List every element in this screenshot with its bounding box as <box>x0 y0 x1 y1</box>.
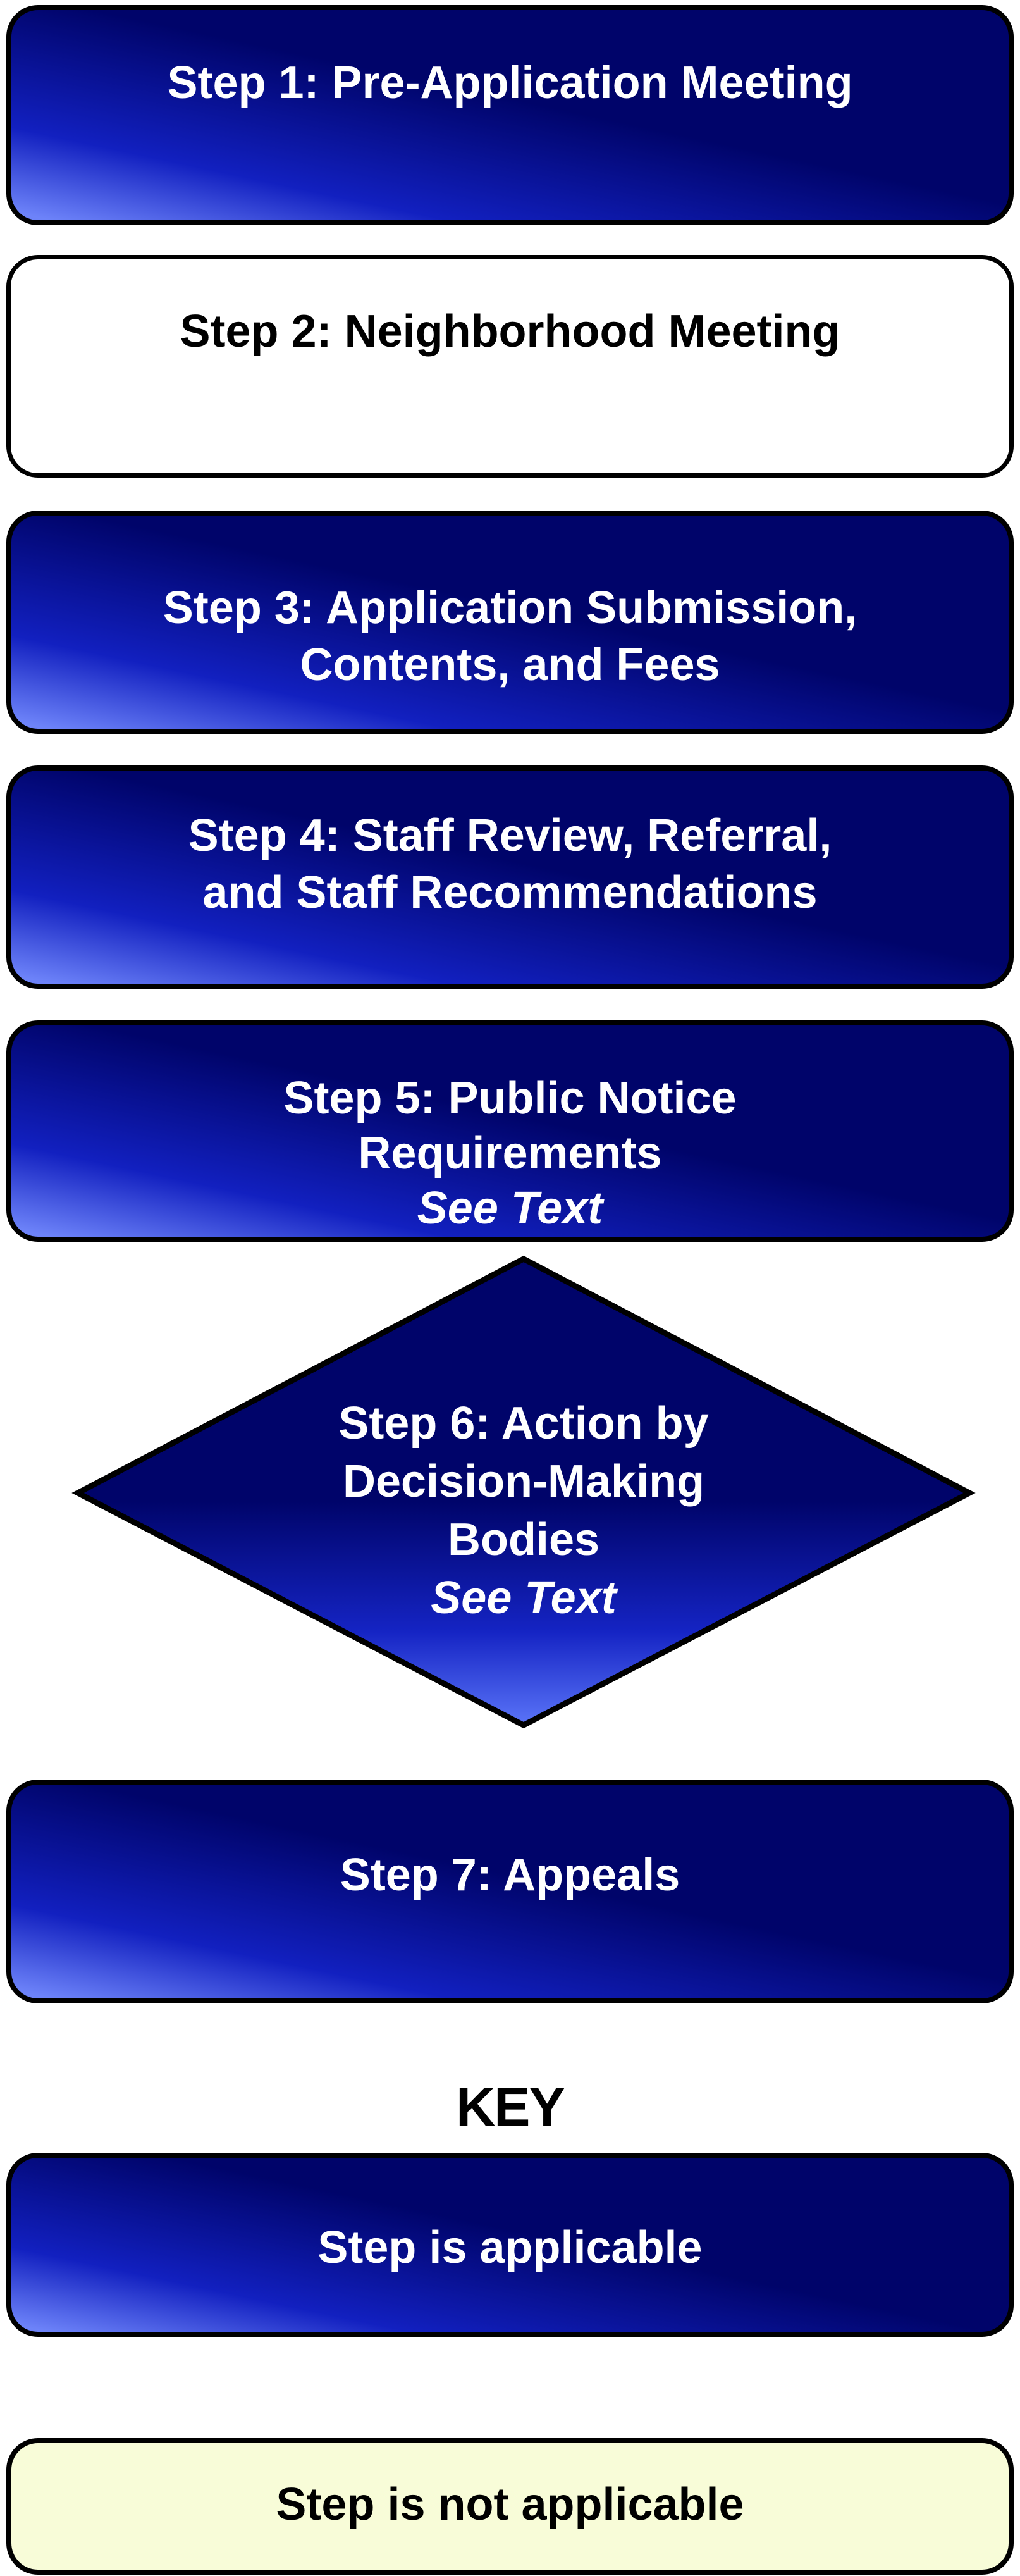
step-3-text-line-2: Contents, and Fees <box>300 640 720 690</box>
step-2-box: Step 2: Neighborhood Meeting <box>6 255 1014 478</box>
step-2-text: Step 2: Neighborhood Meeting <box>180 306 840 357</box>
step-6-text-line-3: Bodies <box>447 1514 600 1565</box>
step-4-box: Step 4: Staff Review, Referral, and Staf… <box>6 765 1014 989</box>
step-6-label: Step 6: Action by Decision-Making Bodies… <box>338 1394 708 1627</box>
step-3-label: Step 3: Application Submission, Contents… <box>11 579 1009 693</box>
step-7-box: Step 7: Appeals <box>6 1780 1014 2003</box>
step-4-text-line-1: Step 4: Staff Review, Referral, <box>188 810 832 861</box>
step-1-text: Step 1: Pre-Application Meeting <box>167 58 853 108</box>
step-2-label: Step 2: Neighborhood Meeting <box>11 303 1009 360</box>
step-5-label: Step 5: Public Notice Requirements See T… <box>11 1071 1009 1236</box>
step-5-text-line-1: Step 5: Public Notice <box>283 1073 737 1124</box>
key-applicable-text: Step is applicable <box>317 2222 703 2273</box>
key-title: KEY <box>456 2077 565 2138</box>
step-5-text-line-2: Requirements <box>358 1128 662 1179</box>
step-7-label: Step 7: Appeals <box>11 1847 1009 1904</box>
step-6-text-line-1: Step 6: Action by <box>338 1398 709 1449</box>
step-5-box: Step 5: Public Notice Requirements See T… <box>6 1020 1014 1242</box>
diamond-shape <box>71 1255 976 1729</box>
step-7-text: Step 7: Appeals <box>340 1850 680 1900</box>
step-1-label: Step 1: Pre-Application Meeting <box>11 54 1009 111</box>
key-not-applicable-box: Step is not applicable <box>6 2438 1014 2575</box>
step-1-box: Step 1: Pre-Application Meeting <box>6 5 1014 225</box>
key-not-applicable-text: Step is not applicable <box>276 2479 744 2530</box>
key-applicable-box: Step is applicable <box>6 2153 1014 2337</box>
step-6-text-line-2: Decision-Making <box>342 1456 705 1507</box>
key-not-applicable-label: Step is not applicable <box>11 2476 1009 2533</box>
step-3-text-line-1: Step 3: Application Submission, <box>163 583 857 633</box>
step-4-text-line-2: and Staff Recommendations <box>202 867 818 918</box>
key-applicable-label: Step is applicable <box>11 2219 1009 2276</box>
step-6-see-text-note: See Text <box>431 1573 617 1623</box>
step-5-see-text-note: See Text <box>417 1183 603 1234</box>
step-3-box: Step 3: Application Submission, Contents… <box>6 511 1014 734</box>
step-4-label: Step 4: Staff Review, Referral, and Staf… <box>11 807 1009 921</box>
